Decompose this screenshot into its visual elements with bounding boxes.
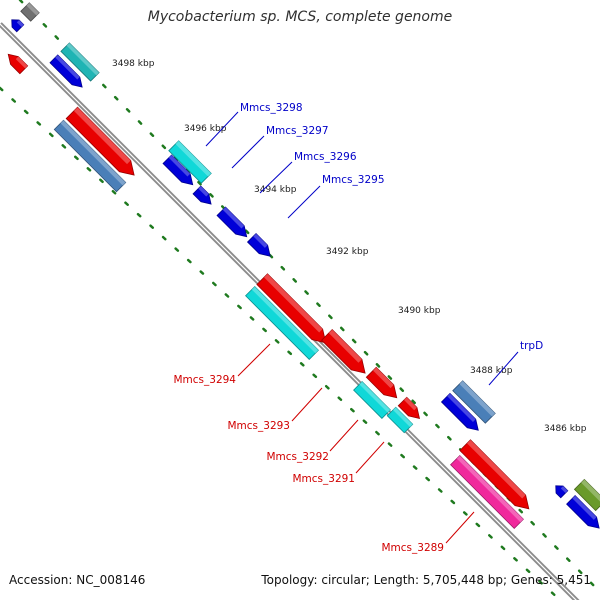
cyan-gene-highlight-18: [359, 381, 391, 413]
tick-track-1: [18, 0, 600, 594]
gene-label-leader: [287, 185, 321, 219]
blue-gene-arrow-11: [216, 206, 248, 238]
red-gene-arrow-5: [7, 53, 29, 75]
genome-title: Mycobacterium sp. MCS, complete genome: [147, 9, 453, 25]
teal-gene-highlight-3: [66, 42, 100, 76]
blue-gene-highlight-9: [168, 155, 191, 177]
gene-label-leader: [237, 343, 271, 377]
gene-label: Mmcs_3291: [292, 473, 355, 485]
steelblue-gene-highlight-7: [60, 120, 126, 186]
gene-label: Mmcs_3298: [240, 102, 303, 114]
red-gene-highlight-16: [373, 367, 394, 389]
red-gene-arrow-6: [65, 106, 135, 176]
kbp-label: 3496 kbp: [184, 124, 227, 134]
kbp-label: 3494 kbp: [254, 185, 297, 195]
gene-label-leader: [259, 161, 293, 194]
olive-gene-arrow-25: [573, 478, 600, 512]
red-gene-highlight-17: [403, 397, 417, 411]
gene-label-leader: [445, 511, 475, 544]
gene-label: Mmcs_3297: [266, 125, 329, 137]
gene-label: Mmcs_3293: [227, 420, 290, 432]
cyan-gene-highlight-8: [175, 140, 212, 177]
blue-gene-highlight-2: [16, 20, 24, 28]
blue-gene-highlight-10: [198, 186, 209, 197]
gene-label-leader: [231, 135, 265, 169]
gene-label-leader: [329, 419, 359, 452]
gene-label-leader: [488, 351, 519, 386]
tick-track-2: [0, 86, 562, 602]
kbp-label: 3490 kbp: [398, 306, 441, 316]
gene-label: Mmcs_3295: [322, 174, 385, 186]
steelblue-gene-highlight-20: [459, 380, 496, 417]
pink-gene-highlight-23: [456, 455, 524, 523]
blue-gene-arrow-4: [49, 54, 83, 88]
red-gene-highlight-5: [15, 56, 28, 69]
gray-gene-highlight-1: [26, 2, 40, 16]
gene-label: Mmcs_3296: [294, 151, 357, 163]
gene-label: Mmcs_3289: [381, 542, 444, 554]
kbp-label: 3488 kbp: [470, 366, 513, 376]
kbp-label: 3486 kbp: [544, 424, 587, 434]
accession-text: Accession: NC_008146: [9, 573, 146, 587]
gene-label: Mmcs_3294: [173, 374, 236, 386]
kbp-label: 3498 kbp: [112, 59, 155, 69]
blue-gene-highlight-4: [55, 54, 80, 80]
blue-gene-highlight-12: [253, 233, 268, 248]
gene-label: trpD: [520, 340, 543, 352]
gene-label-leader: [291, 387, 323, 422]
gene-label: Mmcs_3292: [266, 451, 329, 463]
olive-gene-highlight-25: [581, 479, 600, 502]
red-gene-highlight-13: [264, 273, 323, 333]
kbp-label: 3492 kbp: [326, 247, 369, 257]
blue-gene-highlight-11: [222, 207, 245, 229]
red-gene-highlight-22: [467, 439, 526, 499]
red-gene-highlight-6: [73, 107, 131, 165]
cyan-gene-highlight-19: [392, 407, 413, 428]
cyan-gene-highlight-14: [251, 286, 319, 354]
gene-label-leader: [205, 111, 239, 147]
red-gene-highlight-15: [328, 329, 362, 363]
blue-gene-highlight-24: [560, 486, 568, 494]
gene-label-leader: [355, 441, 385, 474]
blue-gene-highlight-26: [572, 495, 597, 520]
blue-gene-highlight-21: [447, 393, 476, 422]
genome-summary-text: Topology: circular; Length: 5,705,448 bp…: [261, 573, 591, 587]
